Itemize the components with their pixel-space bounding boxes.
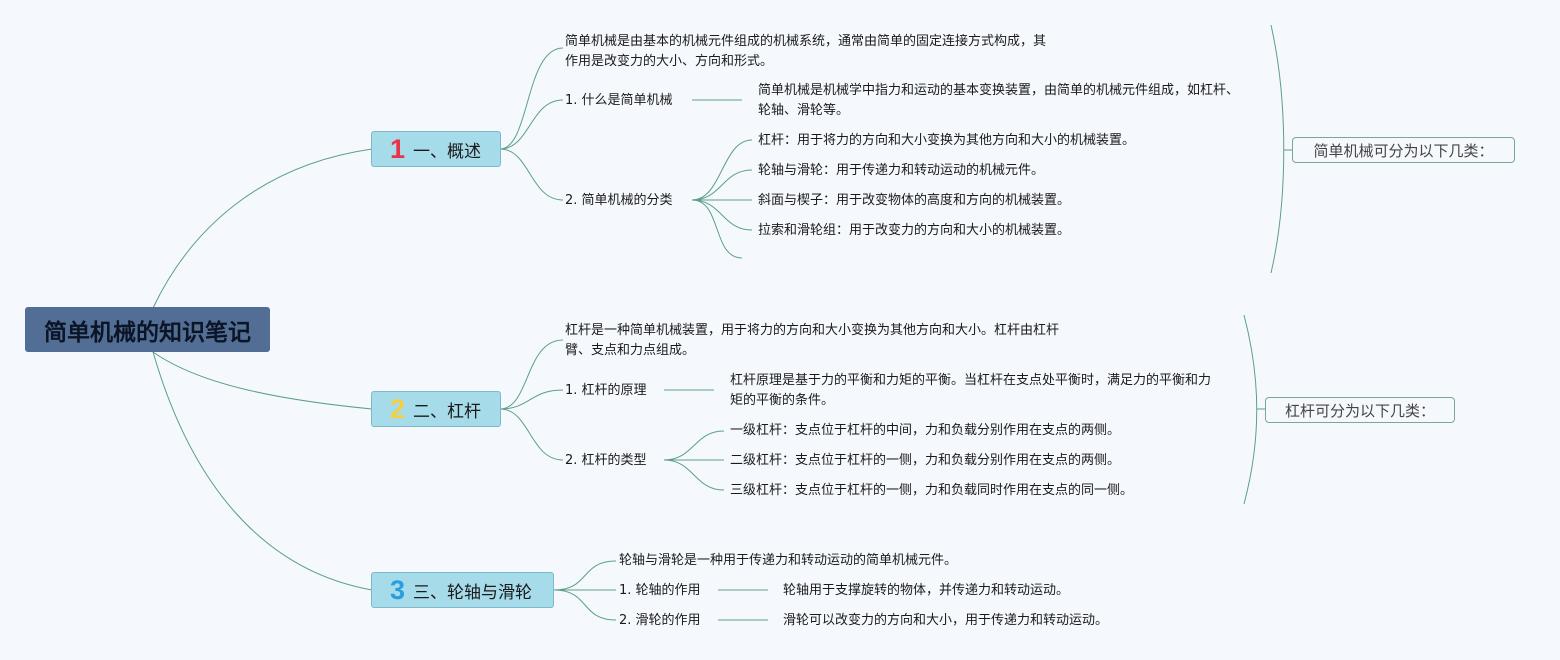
branch-number-2: 2 <box>390 393 406 424</box>
branch-1-item-1-label[interactable]: 1. 什么是简单机械 <box>565 93 673 108</box>
connector-b1-item2 <box>499 148 564 201</box>
branch-1-item-1-detail: 简单机械是机械学中指力和运动的基本变换装置，由简单的机械元件组成，如杠杆、轮轴、… <box>758 83 1240 118</box>
branch-1-child-3: 斜面与楔子：用于改变物体的高度和方向的机械装置。 <box>758 193 1071 208</box>
branch-1-intro: 简单机械是由基本的机械元件组成的机械系统，通常由简单的固定连接方式构成，其作用是… <box>565 34 1047 69</box>
branch-number-1: 1 <box>390 133 406 164</box>
branch-label-1: 一、概述 <box>413 141 482 162</box>
branch-1-summary[interactable]: 简单机械可分为以下几类： <box>1292 137 1515 163</box>
branch-2-item-2-label[interactable]: 2. 杠杆的类型 <box>565 453 647 468</box>
bracket-b1 <box>1270 24 1285 274</box>
branch-2-item-1-detail: 杠杆原理是基于力的平衡和力矩的平衡。当杠杆在支点处平衡时，满足力的平衡和力矩的平… <box>730 373 1212 408</box>
branch-number-3: 3 <box>390 574 406 605</box>
branch-3-item-2-detail: 滑轮可以改变力的方向和大小，用于传递力和转动运动。 <box>783 613 1109 628</box>
branch-node-1[interactable]: 1 一、概述 <box>371 131 501 167</box>
connector-b2-child-3 <box>663 459 725 491</box>
connector-b2-intro <box>499 339 564 410</box>
branch-3-intro: 轮轴与滑轮是一种用于传递力和转动运动的简单机械元件。 <box>619 553 958 568</box>
branch-2-item-1-label[interactable]: 1. 杠杆的原理 <box>565 383 647 398</box>
branch-1-child-2: 轮轴与滑轮：用于传递力和转动运动的机械元件。 <box>758 163 1045 178</box>
connector-root-branch-2 <box>152 351 373 410</box>
branch-1-summary-text: 简单机械可分为以下几类： <box>1313 141 1494 160</box>
connector-b3-intro <box>553 560 617 591</box>
branch-3-item-2-label[interactable]: 2. 滑轮的作用 <box>619 613 701 628</box>
connector-b2-item1 <box>499 389 564 410</box>
bracket-b2 <box>1243 314 1258 505</box>
branch-2-child-1: 一级杠杆：支点位于杠杆的中间，力和负载分别作用在支点的两侧。 <box>730 423 1121 438</box>
branch-2-child-3: 三级杠杆：支点位于杠杆的一侧，力和负载同时作用在支点的同一侧。 <box>730 483 1134 498</box>
connector-b2-child-1 <box>663 430 725 461</box>
branch-2-summary[interactable]: 杠杆可分为以下几类： <box>1265 397 1455 423</box>
branch-label-2: 二、杠杆 <box>413 401 482 422</box>
connector-root-branch-1 <box>152 148 373 309</box>
branch-1-child-1: 杠杆：用于将力的方向和大小变换为其他方向和大小的机械装置。 <box>758 133 1136 148</box>
branch-1-child-4: 拉索和滑轮组：用于改变力的方向和大小的机械装置。 <box>758 223 1071 238</box>
branch-2-intro: 杠杆是一种简单机械装置，用于将力的方向和大小变换为其他方向和大小。杠杆由杠杆臂、… <box>565 323 1060 358</box>
connector-b1-item1 <box>499 99 564 150</box>
root-node[interactable]: 简单机械的知识笔记 <box>25 307 270 352</box>
branch-node-2[interactable]: 2 二、杠杆 <box>371 391 501 427</box>
connector-b3-item2 <box>553 589 617 621</box>
branch-1-item-2-label[interactable]: 2. 简单机械的分类 <box>565 193 673 208</box>
connector-b1-child-5 <box>691 199 743 259</box>
branch-2-child-2: 二级杠杆：支点位于杠杆的一侧，力和负载分别作用在支点的两侧。 <box>730 453 1121 468</box>
branch-3-item-1-detail: 轮轴用于支撑旋转的物体，并传递力和转动运动。 <box>783 583 1070 598</box>
branch-label-3: 三、轮轴与滑轮 <box>413 582 533 603</box>
connector-b1-child-2 <box>691 169 753 201</box>
connector-b1-intro <box>499 47 564 150</box>
connector-b1-child-1 <box>691 139 753 201</box>
branch-2-summary-text: 杠杆可分为以下几类： <box>1284 401 1435 420</box>
branch-node-3[interactable]: 3 三、轮轴与滑轮 <box>371 572 554 608</box>
root-title: 简单机械的知识笔记 <box>44 319 251 346</box>
branch-3-item-1-label[interactable]: 1. 轮轴的作用 <box>619 583 701 598</box>
connector-b1-child-4 <box>691 199 753 231</box>
connector-root-branch-3 <box>152 351 373 591</box>
connector-b2-item2 <box>499 408 564 461</box>
